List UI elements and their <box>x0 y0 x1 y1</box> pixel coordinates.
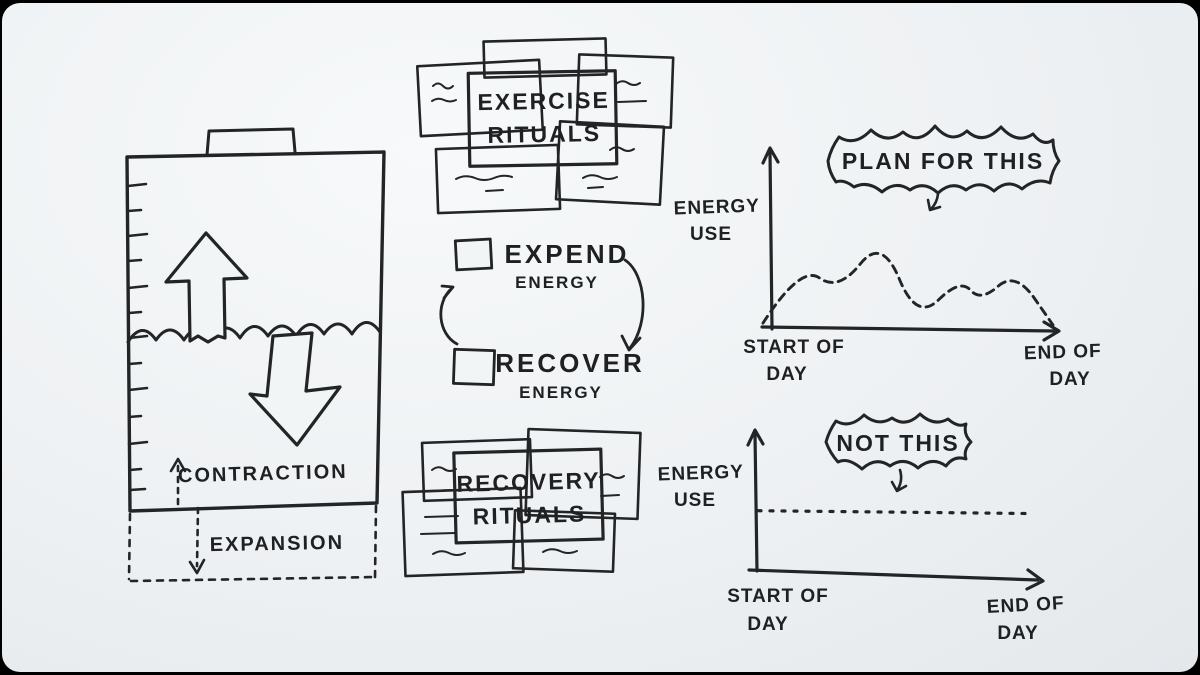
x-axis-arrowhead <box>1025 568 1045 591</box>
not-x-end-2: DAY <box>997 623 1038 644</box>
expansion-arrowhead <box>188 558 206 575</box>
plan-callout-arrow <box>926 192 942 212</box>
y-axis-arrowhead <box>746 428 765 447</box>
flat-energy-line <box>756 509 1030 516</box>
whiteboard: CONTRACTION EXPANSION <box>2 3 1198 672</box>
not-y-label-1: ENERGY <box>657 462 744 486</box>
battery-diagram: CONTRACTION EXPANSION <box>125 127 386 583</box>
cycle-down-arrow <box>620 258 645 352</box>
down-arrow <box>248 331 342 447</box>
up-arrow <box>164 231 249 344</box>
not-callout-label: NOT THIS <box>836 430 959 456</box>
y-axis-arrowhead <box>761 146 780 165</box>
recovery-title-line2: RITUALS <box>472 500 586 529</box>
plan-y-label-2: USE <box>690 224 732 245</box>
exercise-title-line1: EXERCISE <box>477 87 610 115</box>
cycle-up-arrow <box>439 284 459 346</box>
x-axis-arrowhead <box>1042 320 1061 342</box>
not-y-label-2: USE <box>674 490 716 511</box>
recover-swatch <box>452 347 496 387</box>
plan-callout-label: PLAN FOR THIS <box>842 148 1044 174</box>
contraction-label: CONTRACTION <box>178 461 348 487</box>
expend-sublabel: ENERGY <box>515 273 599 292</box>
contraction-arrowhead <box>169 457 187 473</box>
expend-swatch <box>453 237 494 272</box>
whiteboard-sketch: CONTRACTION EXPANSION <box>125 37 1102 644</box>
x-axis <box>747 568 1045 591</box>
plan-x-start-2: DAY <box>766 364 807 385</box>
exercise-title-line2: RITUALS <box>487 120 601 148</box>
not-callout-burst <box>824 412 973 471</box>
battery-outline <box>125 150 386 513</box>
plan-chart: ENERGY USE PLAN FOR THIS START OF DAY EN… <box>673 124 1102 390</box>
card-scribbles <box>420 466 625 556</box>
plan-x-end-1: END OF <box>1024 341 1102 365</box>
plan-x-start-1: START OF <box>743 337 845 358</box>
not-x-start-2: DAY <box>747 614 788 635</box>
recover-label: RECOVER <box>495 348 645 378</box>
y-axis <box>761 146 780 331</box>
x-axis <box>760 320 1061 342</box>
plan-x-end-2: DAY <box>1049 369 1090 390</box>
y-axis <box>746 428 765 573</box>
recovery-title-card: RECOVERY RITUALS <box>452 447 605 545</box>
energy-cycle: EXPEND ENERGY RECOVER ENERGY <box>439 237 645 402</box>
exercise-title-card: EXERCISE RITUALS <box>466 69 619 168</box>
exercise-rituals-stack: EXERCISE RITUALS <box>415 37 675 215</box>
expansion-dashed-box <box>127 504 378 583</box>
not-callout-arrow <box>890 468 908 493</box>
not-x-start-1: START OF <box>727 586 829 607</box>
card-scribbles <box>431 80 647 192</box>
energy-wave-line <box>761 252 1055 327</box>
background-cards <box>415 37 675 215</box>
gauge-ticks <box>126 182 149 492</box>
battery-cap <box>205 127 297 157</box>
plan-y-label-1: ENERGY <box>673 196 760 220</box>
contraction-annotation: CONTRACTION <box>169 457 348 506</box>
not-x-end-1: END OF <box>986 593 1065 618</box>
expansion-annotation: EXPANSION <box>188 506 345 575</box>
recovery-title-line1: RECOVERY <box>456 467 601 497</box>
water-line <box>126 321 382 344</box>
not-chart: ENERGY USE NOT THIS START OF DAY END OF … <box>657 412 1065 644</box>
plan-callout-burst <box>826 124 1061 195</box>
expend-label: EXPEND <box>505 239 630 269</box>
recovery-rituals-stack: RECOVERY RITUALS <box>401 427 642 578</box>
recover-sublabel: ENERGY <box>519 383 603 402</box>
expansion-label: EXPANSION <box>210 532 345 556</box>
background-cards <box>401 427 642 578</box>
